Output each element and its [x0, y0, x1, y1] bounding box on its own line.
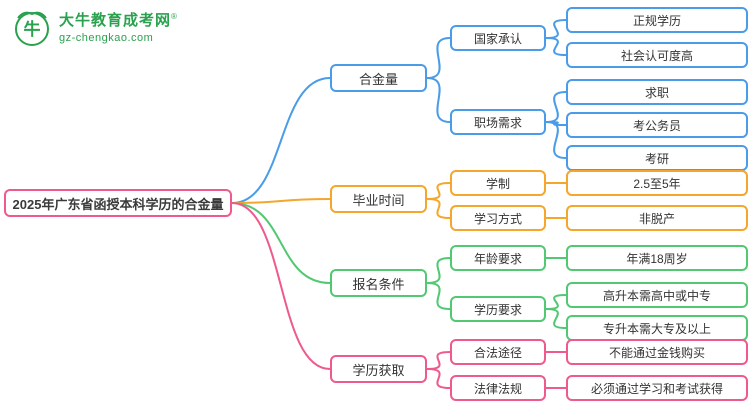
brand-text-block: 大牛教育成考网® gz-chengkao.com — [59, 12, 178, 44]
branch-node: 毕业时间 — [330, 185, 427, 213]
mindmap-edge — [545, 19, 567, 39]
leaf-node: 2.5至5年 — [566, 170, 748, 196]
sub-node: 学制 — [450, 170, 546, 196]
branch-node: 学历获取 — [330, 355, 427, 383]
branch-node: 合金量 — [330, 64, 427, 92]
mindmap-edge — [231, 198, 331, 204]
mindmap-edge — [231, 202, 331, 284]
mindmap-edge — [426, 198, 451, 219]
sub-node: 学历要求 — [450, 296, 546, 322]
leaf-node: 专升本需大专及以上 — [566, 315, 748, 341]
brand-logo: 牛 大牛教育成考网® gz-chengkao.com — [12, 8, 178, 48]
leaf-node: 求职 — [566, 79, 748, 105]
leaf-node: 考公务员 — [566, 112, 748, 138]
branch-node: 报名条件 — [330, 269, 427, 297]
sub-node: 学习方式 — [450, 205, 546, 231]
registered-mark: ® — [171, 12, 178, 21]
mindmap-edge — [545, 91, 567, 123]
mindmap-edge — [545, 308, 567, 329]
brand-domain: gz-chengkao.com — [59, 32, 154, 44]
sub-node: 法律法规 — [450, 375, 546, 401]
mindmap-edge — [426, 257, 451, 284]
mindmap-edge — [231, 202, 331, 370]
leaf-node: 高升本需高中或中专 — [566, 282, 748, 308]
mindmap-edge — [426, 182, 451, 200]
leaf-node: 考研 — [566, 145, 748, 171]
mindmap-edge — [231, 77, 331, 204]
leaf-node: 社会认可度高 — [566, 42, 748, 68]
mindmap-edge — [545, 294, 567, 310]
leaf-node: 正规学历 — [566, 7, 748, 33]
mindmap-edge — [426, 77, 451, 123]
bull-icon: 牛 — [15, 11, 49, 46]
root-topic: 2025年广东省函授本科学历的合金量 — [4, 189, 232, 217]
leaf-node: 不能通过金钱购买 — [566, 339, 748, 365]
mindmap-edge — [545, 37, 567, 56]
mindmap-edge — [426, 368, 451, 389]
leaf-node: 必须通过学习和考试获得 — [566, 375, 748, 401]
sub-node: 年龄要求 — [450, 245, 546, 271]
brand-name-text: 大牛教育成考网 — [59, 12, 172, 29]
mindmap-edge — [426, 351, 451, 370]
mindmap-edge — [545, 121, 567, 159]
brand-name: 大牛教育成考网® — [59, 12, 178, 30]
sub-node: 国家承认 — [450, 25, 546, 51]
mindmap-edge — [426, 37, 451, 79]
leaf-node: 年满18周岁 — [566, 245, 748, 271]
sub-node: 职场需求 — [450, 109, 546, 135]
svg-text:牛: 牛 — [24, 19, 41, 39]
sub-node: 合法途径 — [450, 339, 546, 365]
leaf-node: 非脱产 — [566, 205, 748, 231]
mindmap-edge — [426, 282, 451, 310]
